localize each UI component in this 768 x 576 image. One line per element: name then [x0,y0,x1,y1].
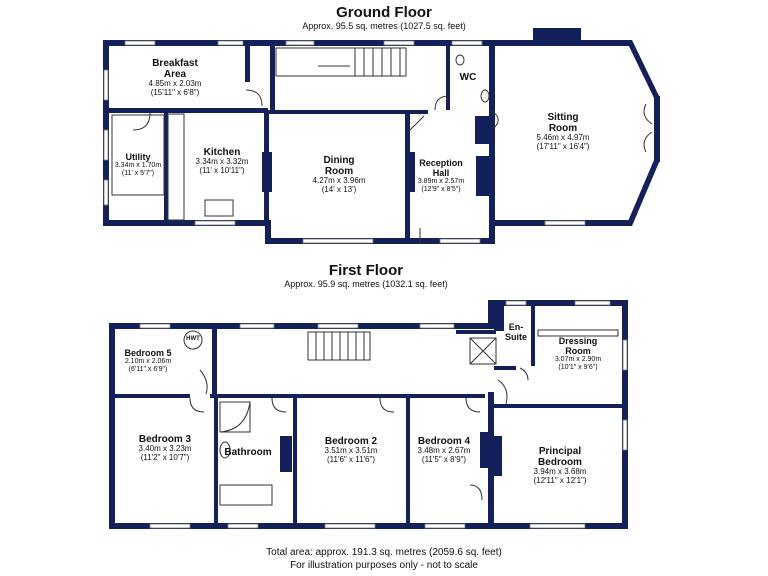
room-imperial: (12'9" x 8'5") [421,185,461,193]
room-dressing: Dressing Room 3.07m x 2.90m (10'1" x 9'6… [536,336,620,372]
room-utility: Utility 3.34m x 1.70m (11' x 5'7") [112,152,164,178]
ground-floor-windows [103,40,586,244]
room-name: WC [459,72,477,83]
room-bathroom: Bathroom [218,447,278,458]
first-floor-fixtures [183,329,619,506]
ground-floor-fixtures [111,47,653,244]
room-imperial: (11' x 10'11") [199,166,245,176]
room-metric: 3.40m x 3.23m [138,444,192,454]
room-reception-hall: Reception Hall 3.89m x 2.57m (12'9" x 8'… [410,158,472,194]
room-name: Dressing Room [558,336,598,357]
first-floor-walls [109,300,628,529]
room-name: Dining Room [323,155,355,178]
room-bedroom-4: Bedroom 4 3.48m x 2.67m (11'5" x 8'9") [410,436,478,465]
room-name: Sitting Room [547,112,579,135]
room-imperial: (11'5" x 8'9") [421,455,467,465]
room-bedroom-3: Bedroom 3 3.40m x 3.23m (11'2" x 10'7") [124,434,206,463]
first-floor-windows [139,300,628,529]
hot-water-tank-label: HWT [186,336,200,342]
room-metric: 3.51m x 3.51m [324,446,378,456]
room-name: Bedroom 5 [124,348,172,358]
room-imperial: (17'11" x 16'4") [536,142,590,152]
room-en-suite: En-Suite [500,322,532,342]
disclaimer-text: For illustration purposes only - not to … [290,559,478,571]
room-wc: WC [454,72,482,83]
first-floor-title: First Floor [328,262,404,279]
room-metric: 3.94m x 3.68m [533,467,587,477]
room-imperial: (14' x 13') [321,185,357,195]
room-name: Principal Bedroom [538,446,582,469]
room-imperial: (10'1" x 9'6") [558,363,598,371]
room-breakfast-area: Breakfast Area 4.85m x 2.03m (15'11" x 6… [120,58,230,98]
total-area-text: Total area: approx. 191.3 sq. metres (20… [266,547,502,558]
room-metric: 3.07m x 2.90m [554,356,602,364]
footer: Total area: approx. 191.3 sq. metres (20… [184,547,584,572]
room-bedroom-5: Bedroom 5 2.10m x 2.06m (6'11" x 6'9") [116,348,180,374]
room-name: Reception Hall [419,158,463,179]
room-imperial: (11' x 5'7") [121,169,155,177]
room-kitchen: Kitchen 3.34m x 3.32m (11' x 10'11") [182,147,262,176]
room-metric: 3.48m x 2.67m [417,446,471,456]
room-imperial: (6'11" x 6'9") [128,365,168,373]
ground-floor-title: Ground Floor [336,4,432,21]
room-metric: 2.10m x 2.06m [124,358,172,366]
room-sitting: Sitting Room 5.46m x 4.97m (17'11" x 16'… [518,112,608,152]
room-bedroom-2: Bedroom 2 3.51m x 3.51m (11'6" x 11'6") [310,436,392,465]
room-name: Kitchen [203,147,241,158]
room-imperial: (11'2" x 10'7") [140,453,190,463]
ground-floor-area: Approx. 95.5 sq. metres (1027.5 sq. feet… [302,21,466,31]
room-name: Bedroom 3 [138,434,192,445]
first-floor-area: Approx. 95.9 sq. metres (1032.1 sq. feet… [284,279,448,289]
room-imperial: (11'6" x 11'6") [326,455,375,465]
room-name: Breakfast Area [152,58,198,81]
room-imperial: (15'11" x 6'8") [150,88,200,98]
room-metric: 3.34m x 3.32m [195,157,249,167]
room-imperial: (12'11" x 12'1") [533,476,587,486]
room-metric: 4.85m x 2.03m [148,79,202,89]
room-name: Utility [125,152,151,162]
room-dining: Dining Room 4.27m x 3.96m (14' x 13') [298,155,380,195]
room-metric: 4.27m x 3.96m [312,176,366,186]
room-metric: 3.34m x 1.70m [114,162,162,170]
room-metric: 5.46m x 4.97m [536,133,590,143]
room-metric: 3.89m x 2.57m [417,178,465,186]
room-name: Bedroom 4 [417,436,471,447]
room-principal-bedroom: Principal Bedroom 3.94m x 3.68m (12'11" … [515,446,605,486]
room-name: Bathroom [224,447,272,458]
room-name: En-Suite [504,322,527,343]
room-name: Bedroom 2 [324,436,378,447]
